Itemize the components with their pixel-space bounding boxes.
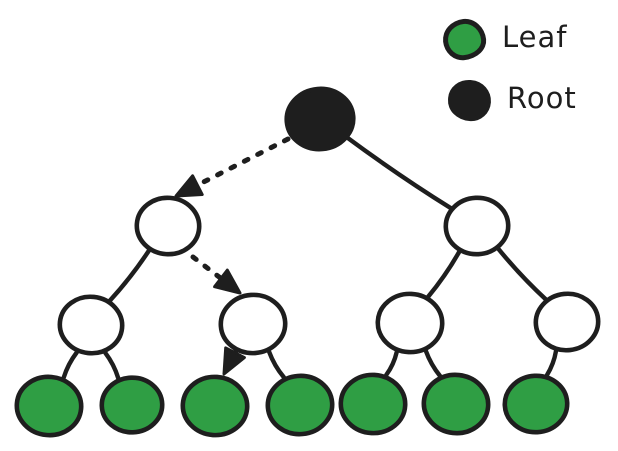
traversal-arrowhead-n_lr-leaf3 — [222, 346, 246, 376]
tree-node-root — [284, 86, 356, 152]
tree-node-n_l — [134, 195, 202, 257]
tree-node-n_r — [443, 195, 511, 257]
tree-edge-n_r-n_rl — [426, 249, 462, 299]
tree-edge-n_ll-leaf1 — [61, 350, 79, 380]
tree-node-n_ll — [57, 294, 125, 356]
tree-edge-n_ll-leaf2 — [102, 350, 121, 381]
tree-node-n_lr — [218, 292, 288, 356]
tree-edge-n_l-n_ll — [107, 248, 152, 303]
traversal-arrowhead-n_l-n_lr — [213, 268, 242, 295]
tree-node-n_rl — [375, 291, 445, 355]
tree-edge-n_r-n_rr — [496, 246, 548, 302]
tree-edge-n_rr-leaf7 — [544, 348, 559, 378]
traversal-arrowhead-root-n_l — [174, 174, 204, 198]
tree-edge-n_rl-leaf6 — [423, 348, 443, 379]
tree-node-n_rr — [533, 291, 601, 353]
tree-edge-n_lr-leaf4 — [266, 349, 287, 380]
tree-node-leaf2 — [99, 375, 165, 435]
tree-node-leaf3 — [180, 374, 250, 438]
tree-node-leaf5 — [338, 372, 408, 436]
tree-node-leaf1 — [14, 374, 84, 438]
tree-node-leaf6 — [421, 372, 491, 436]
tree-node-leaf7 — [502, 373, 570, 435]
tree-edge-root-n_r — [345, 135, 454, 211]
tree-node-leaf4 — [265, 373, 335, 437]
tree-edge-n_rl-leaf5 — [384, 349, 399, 378]
traversal-arrow-root-n_l — [188, 136, 291, 191]
